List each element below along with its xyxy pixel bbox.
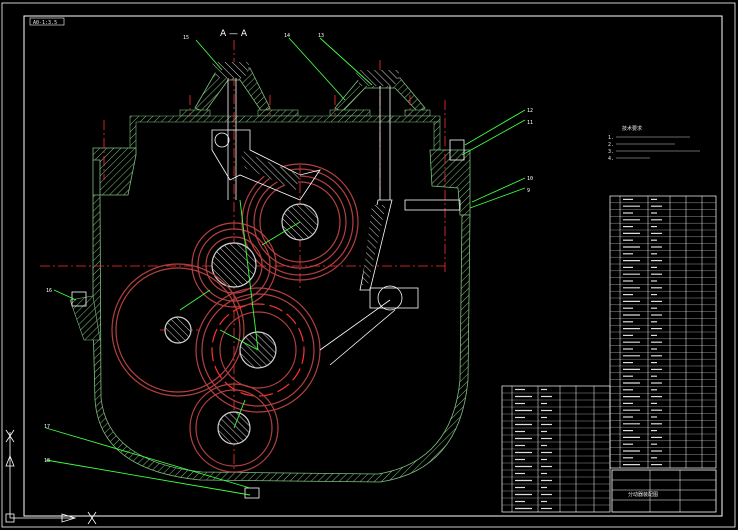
parts-list-bottom: [501, 385, 611, 513]
technical-notes: 技术要求 1. 2. 3. 4.: [608, 125, 700, 162]
balloon-labels: 15 14 13 12 11 10 9 16 17 18: [44, 33, 533, 464]
housing: [69, 67, 471, 483]
drawing-tag: A0-1:3.5: [33, 20, 57, 26]
balloon-15: 15: [183, 35, 189, 41]
balloon-14: 14: [284, 33, 290, 39]
ucs-icon: [5, 429, 97, 525]
title-block-name: 分动器装配图: [628, 491, 658, 498]
balloon-12: 12: [527, 108, 533, 114]
tech-note-1: 1.: [608, 135, 614, 141]
tech-note-2: 2.: [608, 142, 614, 148]
fork-hatching: [212, 62, 400, 285]
parts-list-right: [609, 195, 717, 469]
shift-linkage: [71, 68, 465, 499]
balloon-10: 10: [527, 176, 533, 182]
drawing-tag-box: [29, 17, 65, 26]
tech-note-4: 4.: [608, 156, 614, 162]
inner-frame: [23, 15, 723, 517]
tech-notes-heading: 技术要求: [622, 125, 642, 132]
tech-note-3: 3.: [608, 149, 614, 155]
leader-lines: [45, 37, 526, 496]
section-label: A — A: [220, 29, 248, 39]
balloon-17: 17: [44, 424, 50, 430]
balloon-16: 16: [46, 288, 52, 294]
balloon-11: 11: [527, 120, 533, 126]
balloon-13: 13: [318, 33, 324, 39]
balloon-9: 9: [527, 188, 530, 194]
title-block: 分动器装配图: [611, 469, 717, 513]
balloon-18: 18: [44, 458, 50, 464]
